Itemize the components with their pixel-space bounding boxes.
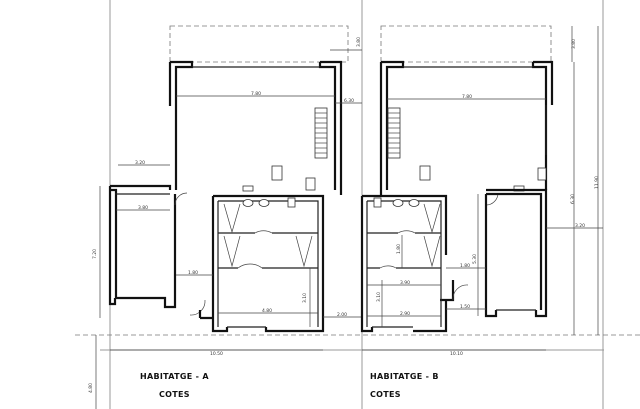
svg-text:2.90: 2.90 — [400, 311, 410, 317]
unit-a-terrace-outline — [169, 25, 349, 63]
unit-b-plan: 7.80 3.80 3.90 2.90 1.50 1.80 5.30 3.20 … — [360, 25, 603, 357]
svg-text:10.50: 10.50 — [210, 351, 223, 357]
svg-text:7.20: 7.20 — [92, 249, 98, 259]
svg-text:1.50: 1.50 — [460, 304, 470, 310]
unit-a-subtitle: COTES — [159, 390, 190, 399]
svg-text:1.80: 1.80 — [188, 270, 198, 276]
svg-text:7.80: 7.80 — [251, 91, 261, 97]
svg-text:3.80: 3.80 — [138, 205, 148, 211]
svg-text:11.90: 11.90 — [594, 176, 600, 189]
unit-a-title: HABITATGE - A — [140, 372, 209, 381]
svg-text:1.80: 1.80 — [396, 244, 402, 254]
svg-text:2.00: 2.00 — [337, 312, 347, 318]
svg-text:3.10: 3.10 — [302, 293, 308, 303]
svg-text:5.30: 5.30 — [472, 254, 478, 264]
svg-text:6.30: 6.30 — [570, 194, 576, 204]
svg-text:3.20: 3.20 — [575, 223, 585, 229]
unit-b-subtitle: COTES — [370, 390, 401, 399]
svg-text:3.80: 3.80 — [571, 39, 577, 49]
svg-text:7.80: 7.80 — [462, 94, 472, 100]
svg-text:4.80: 4.80 — [262, 308, 272, 314]
svg-text:3.80: 3.80 — [356, 37, 362, 47]
unit-b-terrace-outline — [380, 25, 552, 63]
svg-text:1.80: 1.80 — [460, 263, 470, 269]
svg-text:3.10: 3.10 — [376, 292, 382, 302]
unit-b-stair — [387, 107, 401, 159]
svg-text:3.90: 3.90 — [400, 280, 410, 286]
unit-b-title: HABITATGE - B — [370, 372, 439, 381]
svg-text:6.30: 6.30 — [344, 98, 354, 104]
svg-text:3.20: 3.20 — [135, 160, 145, 166]
svg-text:4.80: 4.80 — [88, 383, 94, 393]
svg-text:10.10: 10.10 — [450, 351, 463, 357]
unit-a-stair — [314, 107, 328, 159]
unit-a-plan: 7.80 6.30 3.20 3.80 7.20 1.80 4.80 3.10 … — [88, 25, 362, 409]
